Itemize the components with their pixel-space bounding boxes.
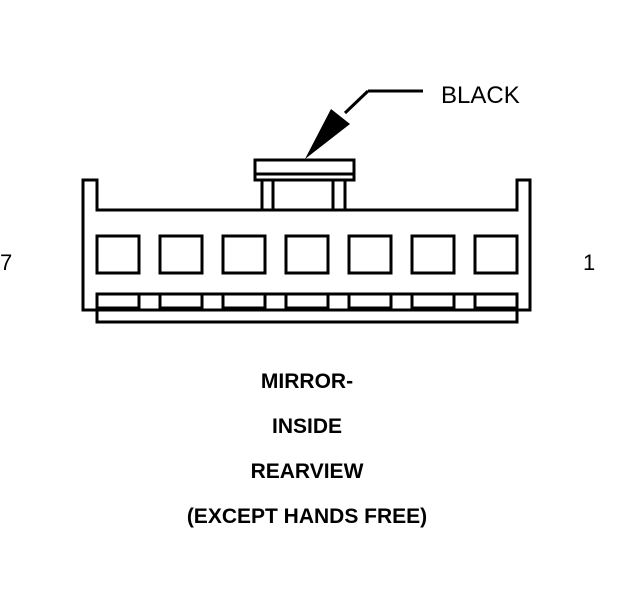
locking-tab-top <box>253 158 356 182</box>
pin-number-right-label: 1 <box>583 250 596 275</box>
locking-tab-post-inner <box>271 178 335 212</box>
caption-line-3: REARVIEW <box>250 460 364 483</box>
caption-line-4: (EXCEPT HANDS FREE) <box>186 505 428 528</box>
pin-number-left-label: 7 <box>0 250 13 275</box>
terminal-slot-6 <box>158 292 204 310</box>
cavity-4 <box>284 234 330 275</box>
connector-caption: MIRROR- INSIDE REARVIEW (EXCEPT HANDS FR… <box>0 369 614 549</box>
terminal-slot-4 <box>284 292 330 310</box>
terminal-slot-3 <box>347 292 393 310</box>
cavity-6 <box>158 234 204 275</box>
connector-body-outline <box>81 178 532 312</box>
caption-line-1: MIRROR- <box>260 370 354 393</box>
upper-cavity-row <box>95 234 519 275</box>
caption-line-2: INSIDE <box>271 415 342 438</box>
wire-color-callout-label: BLACK <box>441 82 520 109</box>
cavity-3 <box>347 234 393 275</box>
cavity-7 <box>95 234 141 275</box>
terminal-slot-1 <box>473 292 519 310</box>
callout-leader-diagonal <box>343 89 370 115</box>
callout-arrowhead <box>305 109 350 159</box>
cavity-5 <box>221 234 267 275</box>
cavity-1 <box>473 234 519 275</box>
terminal-slot-7 <box>95 292 141 310</box>
terminal-slot-5 <box>221 292 267 310</box>
lower-cavity-row <box>95 292 519 310</box>
cavity-2 <box>410 234 456 275</box>
terminal-slot-2 <box>410 292 456 310</box>
